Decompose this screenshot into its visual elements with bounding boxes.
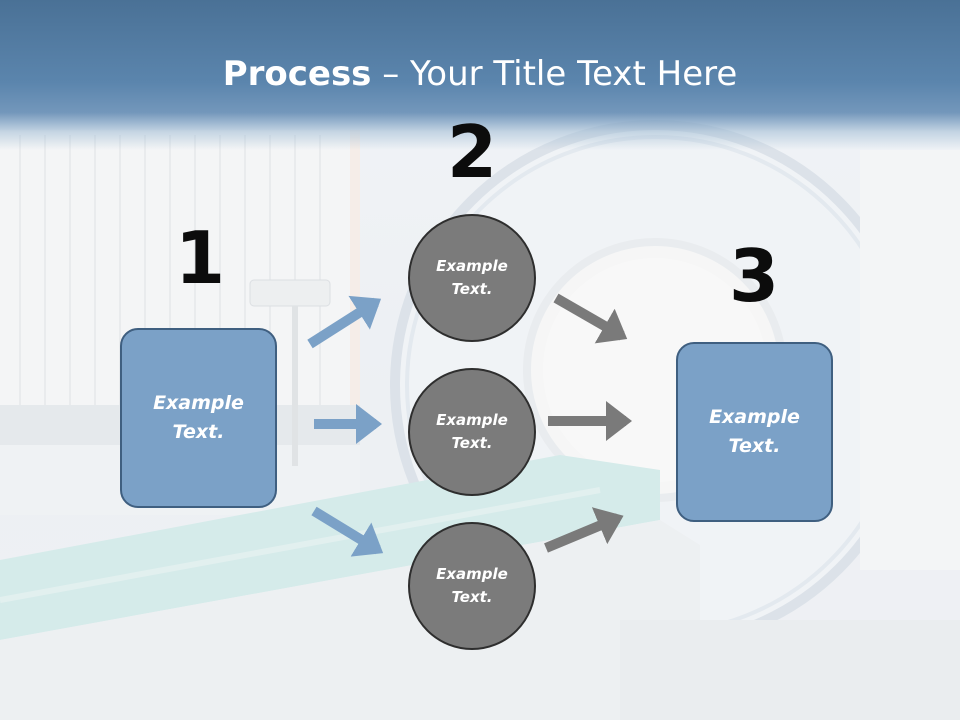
step-number-2: 2 <box>446 110 498 194</box>
step-1-box: Example Text. <box>120 328 277 508</box>
title-rest: – Your Title Text Here <box>371 54 738 94</box>
circle-middle-text: Example Text. <box>436 411 508 452</box>
slide-title: Process – Your Title Text Here <box>0 52 960 96</box>
arrow-circle-top-to-box3 <box>553 293 628 344</box>
arrow-box1-to-circle-top <box>307 295 382 349</box>
circle-bottom-text: Example Text. <box>436 565 508 606</box>
step-1-box-text: Example Text. <box>153 392 244 443</box>
step-2-circle-bottom: Example Text. <box>408 522 536 650</box>
arrow-circle-bottom-to-box3 <box>544 507 624 553</box>
step-3-box-text: Example Text. <box>709 406 800 457</box>
step-number-1: 1 <box>174 216 226 300</box>
step-2-circle-middle: Example Text. <box>408 368 536 496</box>
arrow-box1-to-circle-bottom <box>311 506 384 557</box>
step-3-box: Example Text. <box>676 342 833 522</box>
step-number-3: 3 <box>728 234 780 318</box>
header-band <box>0 0 960 150</box>
title-bold: Process <box>222 54 372 94</box>
circle-top-text: Example Text. <box>436 257 508 298</box>
step-2-circle-top: Example Text. <box>408 214 536 342</box>
